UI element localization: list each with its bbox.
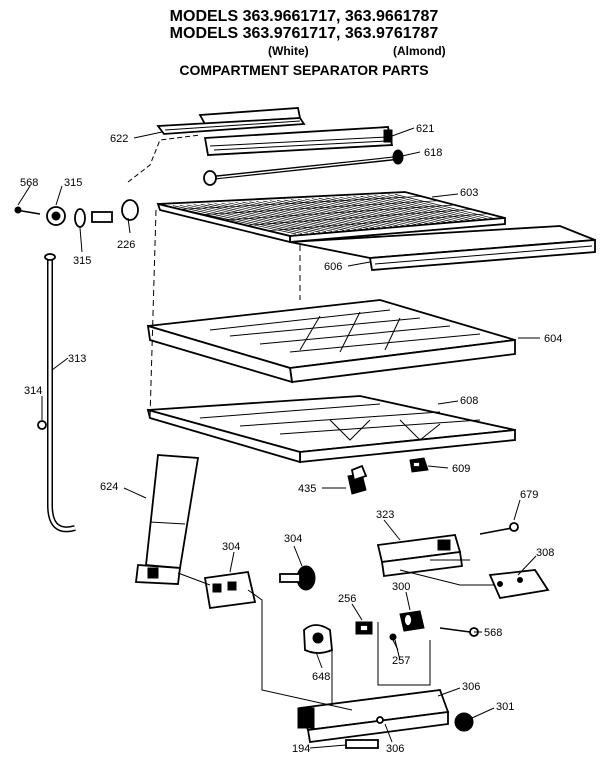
- label-315-bottom: 315: [73, 255, 91, 267]
- label-306-top: 306: [462, 681, 480, 693]
- part-679-screw: [479, 522, 519, 535]
- part-306-housing: [297, 689, 450, 744]
- label-314: 314: [24, 385, 42, 397]
- label-301: 301: [496, 701, 514, 713]
- label-194: 194: [292, 743, 310, 755]
- part-568-screw-left: [14, 206, 41, 215]
- part-648-motor: [303, 624, 333, 654]
- part-313-tube: [44, 253, 76, 533]
- part-194-insert: [345, 739, 379, 749]
- title-line-1: MODELS 363.9661717, 363.9661787: [169, 8, 439, 25]
- label-603: 603: [460, 187, 478, 199]
- part-609-clip: [409, 457, 429, 473]
- color-almond-label: (Almond): [393, 44, 446, 58]
- part-257-screw: [389, 633, 397, 641]
- part-435-bracket: [347, 464, 368, 495]
- part-618-rod: [203, 149, 404, 186]
- leader-lines: [17, 127, 540, 749]
- label-624: 624: [100, 481, 118, 493]
- part-621-rail: [203, 126, 394, 156]
- label-323: 323: [376, 509, 394, 521]
- label-622: 622: [110, 133, 128, 145]
- label-435: 435: [298, 483, 316, 495]
- part-604-separator: [146, 299, 516, 384]
- title-line-4: COMPARTMENT SEPARATOR PARTS: [179, 62, 429, 78]
- label-608: 608: [460, 395, 478, 407]
- part-256-connector: [355, 621, 373, 635]
- part-304-knob: [279, 565, 316, 591]
- label-606: 606: [324, 261, 342, 273]
- label-300: 300: [392, 581, 410, 593]
- label-604: 604: [544, 333, 562, 345]
- label-313: 313: [68, 353, 86, 365]
- label-609: 609: [452, 463, 470, 475]
- label-648: 648: [312, 671, 330, 683]
- part-608-pan: [146, 395, 516, 464]
- label-568-right: 568: [484, 627, 502, 639]
- label-679: 679: [520, 489, 538, 501]
- label-256: 256: [338, 593, 356, 605]
- part-315-knob: [46, 199, 139, 228]
- part-323-bracket: [376, 534, 464, 578]
- label-315-top: 315: [64, 177, 82, 189]
- label-568-left: 568: [20, 177, 38, 189]
- label-257: 257: [392, 655, 410, 667]
- part-606-trim: [289, 225, 596, 271]
- title-line-2: MODELS 363.9761717, 363.9761787: [169, 25, 439, 42]
- part-568-screw-right: [439, 627, 479, 637]
- part-301-knob: [454, 712, 474, 732]
- color-white-label: (White): [268, 44, 309, 58]
- part-300-switch: [399, 610, 425, 632]
- label-304-right: 304: [284, 533, 302, 545]
- label-304-left: 304: [222, 541, 240, 553]
- part-308-plate: [488, 569, 550, 600]
- part-304-block: [203, 570, 257, 610]
- part-603-grille: [156, 191, 506, 244]
- label-621: 621: [416, 123, 434, 135]
- label-618: 618: [424, 147, 442, 159]
- part-622-cover: [156, 107, 306, 135]
- part-314-clip: [37, 420, 47, 430]
- part-624-divider: [134, 454, 200, 585]
- label-308: 308: [536, 547, 554, 559]
- label-226: 226: [117, 239, 135, 251]
- label-306-bottom: 306: [386, 743, 404, 755]
